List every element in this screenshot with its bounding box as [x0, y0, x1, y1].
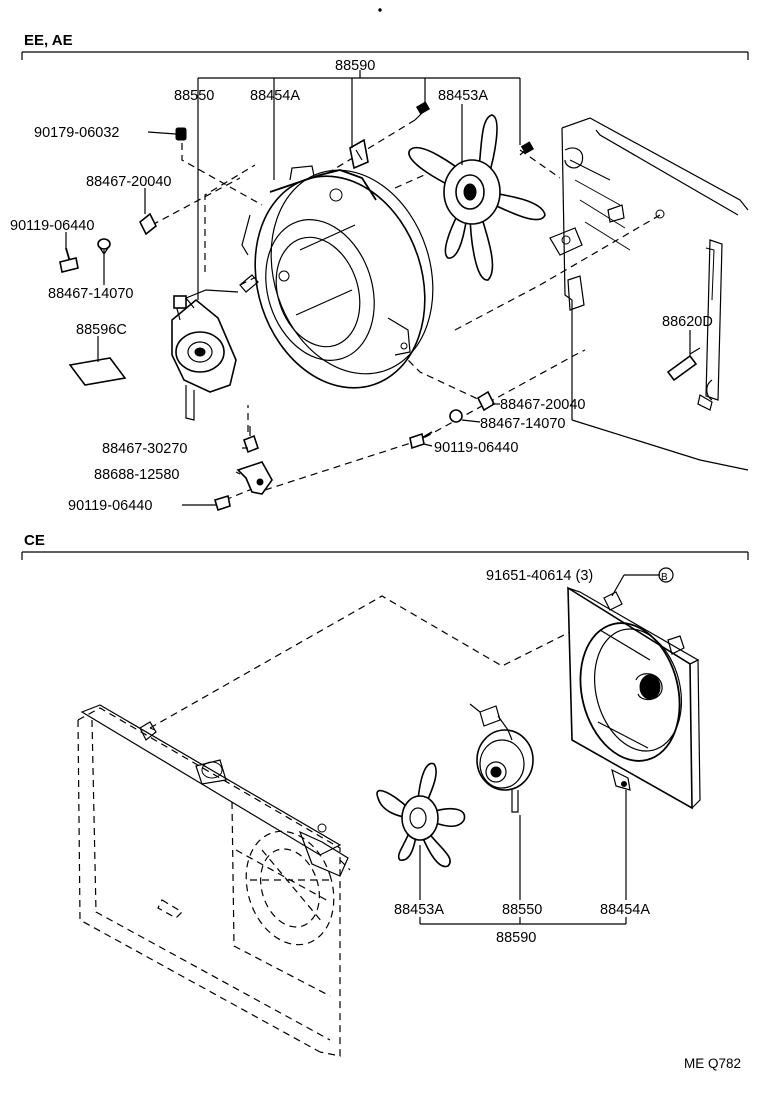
- radiator-outline-ce: [77, 595, 579, 1057]
- grommet-left: [138, 212, 158, 236]
- nut-90179: [175, 127, 187, 141]
- section-rule-ee-ae: [21, 51, 749, 60]
- label-ee-88453a: 88453A: [438, 88, 488, 104]
- fan-blade-ce: [376, 762, 466, 868]
- leaders-ee: [65, 70, 691, 506]
- bolt-left: [59, 247, 79, 273]
- ref-b-label: B: [661, 572, 668, 583]
- fan-motor-ee: [171, 289, 239, 421]
- label-ce-88454a: 88454A: [600, 902, 650, 918]
- label-ee-90119-06440-c: 90119-06440: [68, 498, 152, 514]
- label-ee-88590: 88590: [335, 58, 375, 74]
- radiator-outline-ee: [549, 117, 749, 471]
- label-ee-90119-06440-a: 90119-06440: [10, 218, 94, 234]
- bolt-bracket: [214, 494, 231, 512]
- fan-motor-ce: [469, 703, 534, 813]
- collar-right: [449, 409, 463, 423]
- switch-bracket: [236, 461, 273, 495]
- label-ce-88590: 88590: [496, 930, 536, 946]
- leaders-ce: [419, 574, 660, 925]
- screw-fan-right: [519, 141, 535, 156]
- fan-shroud-ee: [239, 165, 434, 389]
- insulator-pad: [68, 357, 127, 386]
- label-ee-88620d: 88620D: [662, 314, 713, 330]
- stray-dot: [378, 8, 382, 12]
- label-ee-88467-20040-b: 88467-20040: [500, 397, 585, 413]
- fan-blade-ee: [408, 114, 546, 281]
- label-ee-88596c: 88596C: [76, 322, 127, 338]
- label-ee-88467-14070-a: 88467-14070: [48, 286, 133, 302]
- section-title-ee-ae: EE, AE: [24, 32, 73, 49]
- leader-dashes-ee: [151, 119, 661, 501]
- label-ce-88453a: 88453A: [394, 902, 444, 918]
- label-ee-90179-06032: 90179-06032: [34, 125, 119, 141]
- label-ce-91651-40614: 91651-40614 (3): [486, 568, 593, 584]
- fan-shroud-ce: [567, 586, 701, 810]
- label-ee-88454a: 88454A: [250, 88, 300, 104]
- collar-left: [97, 238, 111, 256]
- diagram-code: ME Q782: [684, 1056, 741, 1071]
- hose-fitting-88620d: [666, 347, 701, 382]
- label-ee-88550: 88550: [174, 88, 214, 104]
- label-ee-90119-06440-b: 90119-06440: [434, 440, 518, 456]
- ref-b-circle: [658, 567, 674, 583]
- label-ee-88688-12580: 88688-12580: [94, 467, 179, 483]
- section-rule-ce: [21, 551, 749, 560]
- label-ee-88467-30270: 88467-30270: [102, 441, 187, 457]
- label-ee-88467-20040-a: 88467-20040: [86, 174, 171, 190]
- label-ee-88467-14070-b: 88467-14070: [480, 416, 565, 432]
- label-ce-88550: 88550: [502, 902, 542, 918]
- shroud-clip: [349, 138, 369, 170]
- section-title-ce: CE: [24, 532, 45, 549]
- screw-fan-top: [414, 101, 431, 121]
